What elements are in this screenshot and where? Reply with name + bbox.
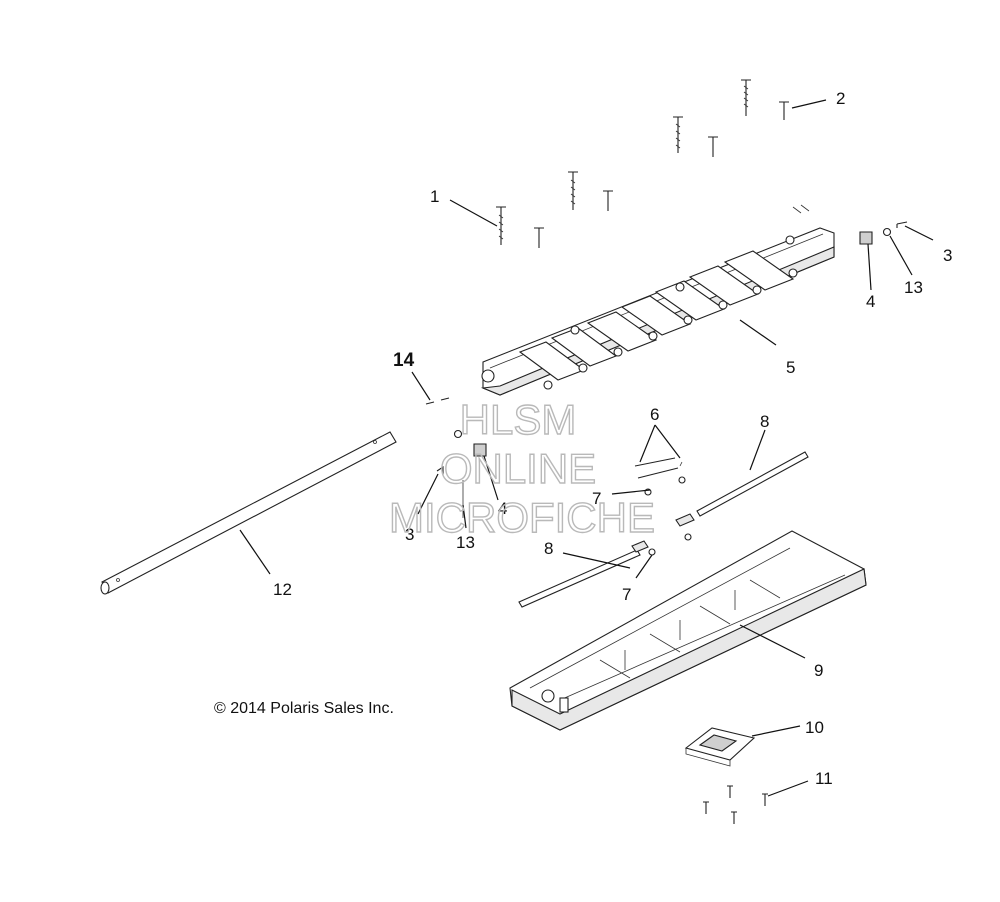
screw-part-2a <box>741 79 751 116</box>
watermark-line-3: MICROFICHE <box>389 494 655 541</box>
hinge-hardware-left <box>425 397 487 518</box>
callout-3-right: 3 <box>943 246 952 265</box>
callout-11: 11 <box>815 769 833 788</box>
callout-labels: 1 2 3 13 4 5 14 6 8 7 4 3 13 8 7 12 9 10… <box>273 89 952 788</box>
callout-13-left: 13 <box>456 533 475 552</box>
callout-3-left: 3 <box>405 525 414 544</box>
clip-pair <box>792 204 810 214</box>
callout-4-left: 4 <box>498 499 507 518</box>
storage-tray-part-9 <box>509 530 867 731</box>
callout-10: 10 <box>805 718 824 737</box>
screw-part-2c <box>673 116 683 153</box>
copyright-text: © 2014 Polaris Sales Inc. <box>214 700 394 717</box>
callout-8-upper: 8 <box>760 412 769 431</box>
hinge-rod-part-12 <box>100 431 397 595</box>
callout-7-lower: 7 <box>622 585 631 604</box>
watermark-line-2: ONLINE <box>440 445 596 492</box>
screw-part-2b <box>779 101 789 120</box>
watermark: HLSM ONLINE MICROFICHE <box>388 395 655 541</box>
latch-part-10 <box>684 727 756 767</box>
lid-pads <box>518 250 795 381</box>
callout-7-upper: 7 <box>592 489 601 508</box>
hinge-hardware-right <box>859 221 908 245</box>
screw-part-1c <box>496 206 506 245</box>
screws-group-1-2 <box>496 79 810 248</box>
callout-5: 5 <box>786 358 795 377</box>
callout-8-lower: 8 <box>544 539 553 558</box>
callout-12: 12 <box>273 580 292 599</box>
callout-2: 2 <box>836 89 845 108</box>
callout-14: 14 <box>393 350 415 371</box>
screw-part-1d <box>534 227 544 248</box>
screw-part-1b <box>603 190 613 211</box>
callout-13-right: 13 <box>904 278 923 297</box>
callout-1: 1 <box>430 187 439 206</box>
callout-6: 6 <box>650 405 659 424</box>
screw-part-1a <box>568 171 578 210</box>
callout-9: 9 <box>814 661 823 680</box>
watermark-line-1: HLSM <box>460 396 577 443</box>
screws-part-11 <box>703 785 768 824</box>
lid-holes <box>543 235 798 390</box>
latch-parts-6-7-8 <box>518 451 809 608</box>
screw-part-2d <box>708 136 718 157</box>
leader-lines <box>239 99 934 797</box>
callout-4-right: 4 <box>866 292 875 311</box>
storage-lid-part-5 <box>480 227 835 396</box>
